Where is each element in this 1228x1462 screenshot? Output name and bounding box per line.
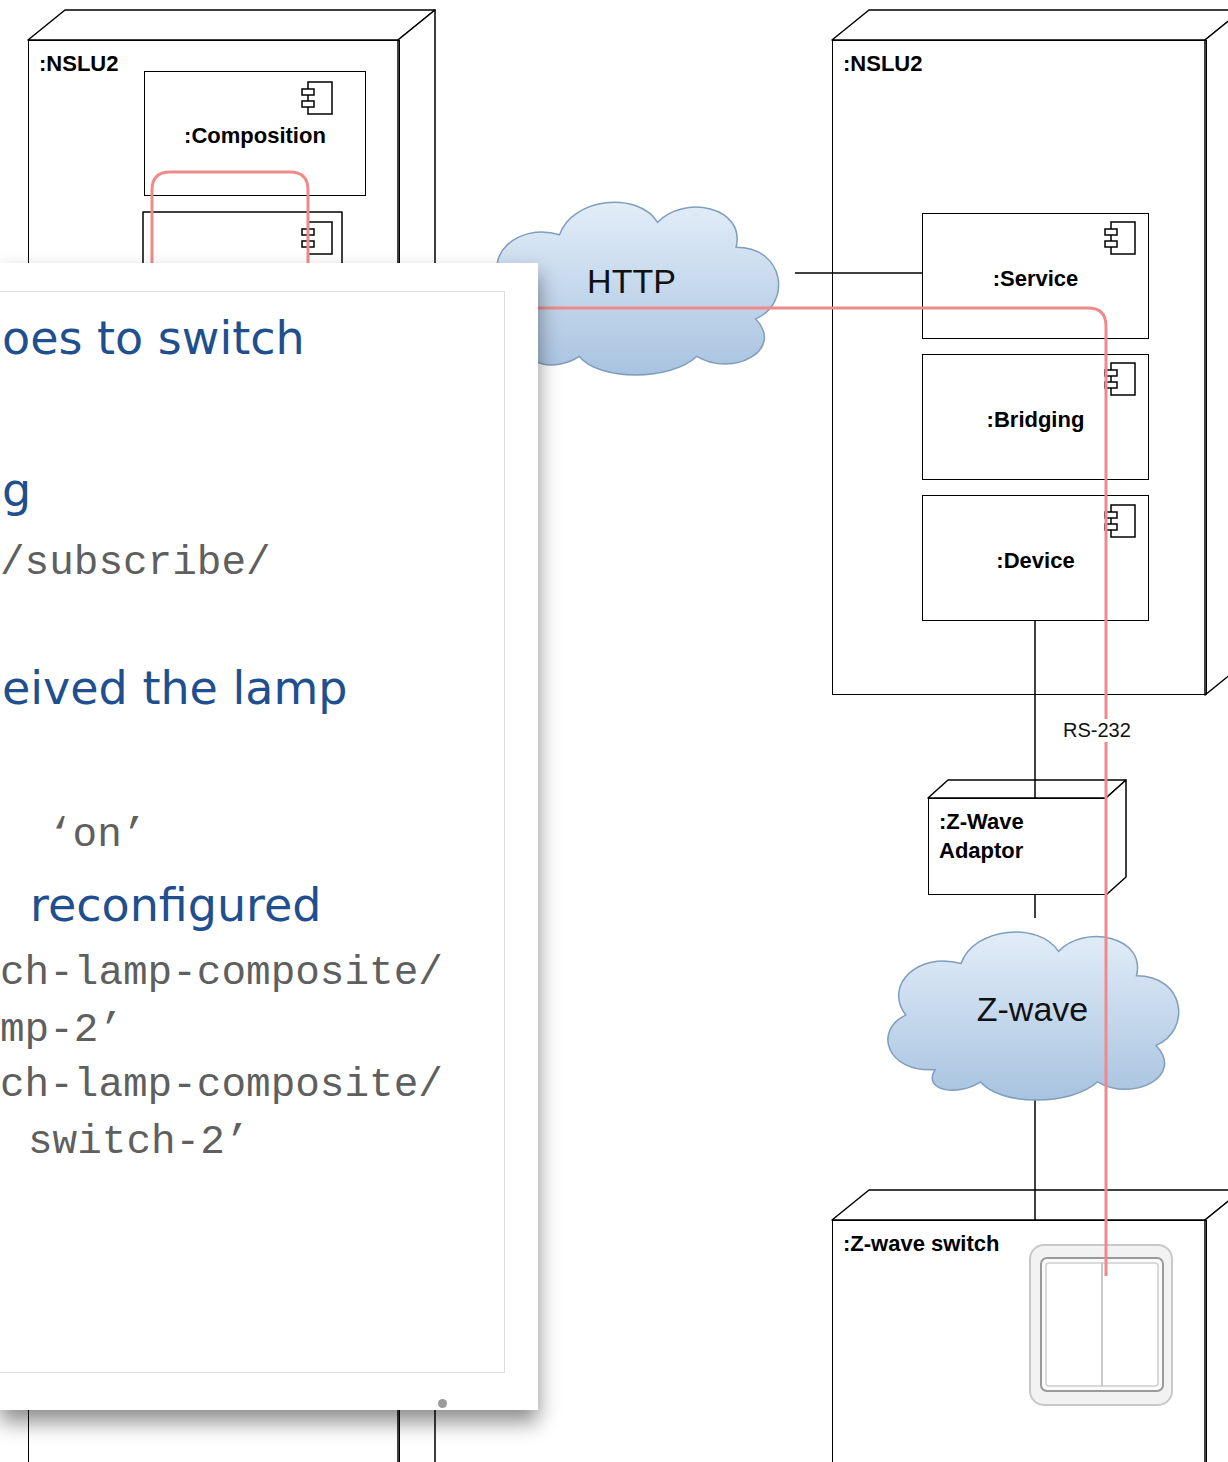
component-icon xyxy=(1105,505,1135,537)
panel-screw-dot xyxy=(438,1399,447,1408)
component-icon xyxy=(302,82,332,114)
component-label: :Device xyxy=(996,547,1074,576)
deployment-node: :NSLU2 :Service :Bridging :Device xyxy=(832,40,1207,695)
cloud-outline xyxy=(888,932,1179,1100)
text-slot: reconfigured xyxy=(30,875,322,935)
component-box: :Composition xyxy=(144,71,366,196)
text-slot: RS-232 xyxy=(1061,719,1133,742)
text-slot: g xyxy=(2,460,31,520)
text-slot: ch-lamp-composite/ xyxy=(0,1060,443,1110)
deployment-node: :Z-Wave Adaptor xyxy=(928,798,1106,895)
slide-bullet-text: oes to switch xyxy=(2,308,305,368)
text-slot: /subscribe/ xyxy=(0,538,271,588)
component-box: :Device xyxy=(922,495,1149,621)
component-icon xyxy=(302,222,332,254)
text-slot: mp-2’ xyxy=(0,1005,123,1055)
component-box: :Bridging xyxy=(922,354,1149,480)
connector-line xyxy=(1034,621,1036,798)
message-route xyxy=(520,308,1106,1276)
text-slot: ‘on’ xyxy=(48,810,146,860)
slide-code-text: /subscribe/ xyxy=(0,538,271,588)
network-label: HTTP xyxy=(587,262,676,301)
slide-panel: oes to switch g/subscribe/eived the lamp ‘… xyxy=(0,263,538,1410)
slide-code-text: ‘on’ xyxy=(48,810,146,860)
node-label: :Z-Wave Adaptor xyxy=(939,808,1059,865)
text-slot: eived the lamp xyxy=(2,658,348,718)
text-slot: ch-lamp-composite/ xyxy=(0,948,443,998)
connector-line xyxy=(1034,895,1036,918)
node-side-face xyxy=(1106,780,1126,895)
node-label: :Z-wave switch xyxy=(843,1230,1196,1259)
slide-code-text: mp-2’ xyxy=(0,1005,123,1055)
node-top-face xyxy=(832,10,1228,40)
slide-code-text: ch-lamp-composite/ xyxy=(0,948,443,998)
node-label: :NSLU2 xyxy=(843,50,1196,79)
connector-line xyxy=(795,272,922,274)
wall-switch xyxy=(1030,1245,1172,1405)
component-label: :Composition xyxy=(184,122,326,151)
node-side-face xyxy=(1205,1190,1228,1462)
component-box: :Service xyxy=(922,213,1149,339)
component-label: :Bridging xyxy=(987,406,1085,435)
slide-code-text: switch-2’ xyxy=(28,1117,249,1167)
network-label: Z-wave xyxy=(977,990,1088,1029)
component-label: :Service xyxy=(993,265,1079,294)
slide-bullet-text: g xyxy=(2,460,31,520)
node-top-face xyxy=(832,1190,1228,1220)
component-icon xyxy=(1105,363,1135,395)
connector-line xyxy=(1034,1100,1036,1220)
node-top-face xyxy=(28,10,435,40)
component-icon xyxy=(1105,222,1135,254)
text-slot: oes to switch xyxy=(2,308,305,368)
text-slot: switch-2’ xyxy=(28,1117,249,1167)
edge-label: RS-232 xyxy=(1061,719,1133,742)
slide-code-text: ch-lamp-composite/ xyxy=(0,1060,443,1110)
network-cloud: Z-wave xyxy=(870,918,1195,1100)
node-side-face xyxy=(1205,10,1228,695)
slide-bullet-text: reconfigured xyxy=(30,875,322,935)
node-label: :NSLU2 xyxy=(39,50,389,79)
slide-bullet-text: eived the lamp xyxy=(2,658,348,718)
node-top-face xyxy=(928,780,1126,798)
deployment-node: :Z-wave switch xyxy=(832,1220,1207,1462)
